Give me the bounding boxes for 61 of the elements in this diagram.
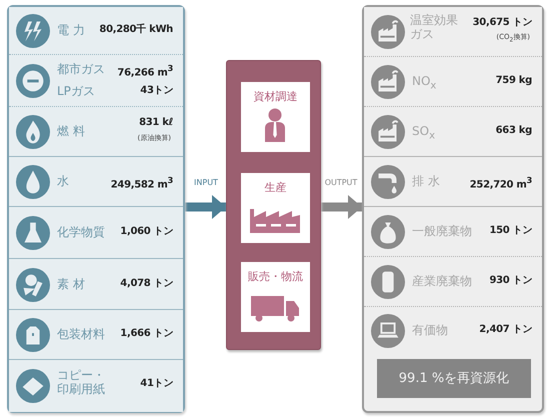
amount-text: 831 kℓ [139, 117, 173, 129]
process-box [241, 82, 310, 152]
item-label: 電 力 [57, 23, 85, 38]
panel-background [362, 5, 544, 413]
amount-text: 2,407 トン [479, 324, 532, 336]
item-label: 温室効果ガス [410, 13, 459, 42]
arrow [185, 195, 226, 219]
item-label: 産業廃棄物 [412, 274, 472, 288]
process-label: 生産 [264, 181, 288, 194]
amount-text: 150 トン [489, 225, 532, 237]
amount-text: 252,720 m$^{3}$ [470, 175, 532, 192]
item-label: 素 材 [57, 277, 85, 292]
arrow [321, 195, 362, 219]
amount-text: 930 トン [489, 275, 532, 287]
list-row [364, 57, 542, 107]
item-label: 有価物 [412, 323, 448, 338]
list-row [9, 310, 183, 360]
result-banner: 99.1 %を再資源化 [377, 359, 531, 398]
list-row [364, 7, 542, 57]
list-row [9, 259, 183, 310]
item-label: LPガス [57, 84, 95, 98]
list-row [9, 207, 183, 259]
amount-text: 30,675 トン [472, 17, 532, 29]
list-row [9, 157, 183, 207]
item-label: SO$_{x}$ [412, 124, 435, 142]
amount-text: 1,666 トン [120, 328, 173, 340]
amount-text: 249,582 m$^{3}$ [110, 175, 173, 192]
amount-text: 43トン [140, 85, 173, 97]
amount-text: 1,060 トン [120, 226, 173, 238]
amount-text: 76,266 m$^{3}$ [117, 63, 173, 80]
item-label: 包装材料 [57, 327, 105, 342]
panel-background [7, 5, 185, 413]
item-label: 水 [57, 174, 69, 188]
item-label: 排 水 [412, 174, 440, 188]
process-box [241, 173, 310, 243]
amount-text: 663 kg [496, 125, 532, 137]
list-row [9, 360, 183, 412]
process-label: 販売・物流 [247, 270, 304, 284]
list-row [9, 107, 183, 157]
item-label: 一般廃棄物 [412, 224, 472, 238]
amount-text: 41トン [140, 378, 173, 390]
list-row [364, 307, 542, 354]
item-label: コピー・印刷用紙 [57, 368, 106, 397]
item-label: 都市ガス [57, 62, 105, 76]
process-box [241, 262, 310, 332]
edge-label: INPUT [193, 178, 219, 187]
amount-text: 759 kg [496, 75, 532, 87]
item-label: 燃 料 [57, 124, 85, 138]
edge-label: OUTPUT [324, 178, 358, 187]
process-panel [226, 60, 321, 350]
item-label: NO$_{x}$ [412, 74, 436, 92]
list-row [364, 207, 542, 257]
item-label: 化学物質 [57, 225, 105, 240]
amount-text: 80,280千 kWh [99, 24, 173, 36]
list-row [364, 257, 542, 307]
list-row [9, 7, 183, 55]
list-row [364, 107, 542, 157]
list-row [364, 157, 542, 207]
process-label: 資材調達 [252, 90, 298, 104]
amount-text: 4,078 トン [120, 278, 173, 290]
list-row [9, 55, 183, 107]
